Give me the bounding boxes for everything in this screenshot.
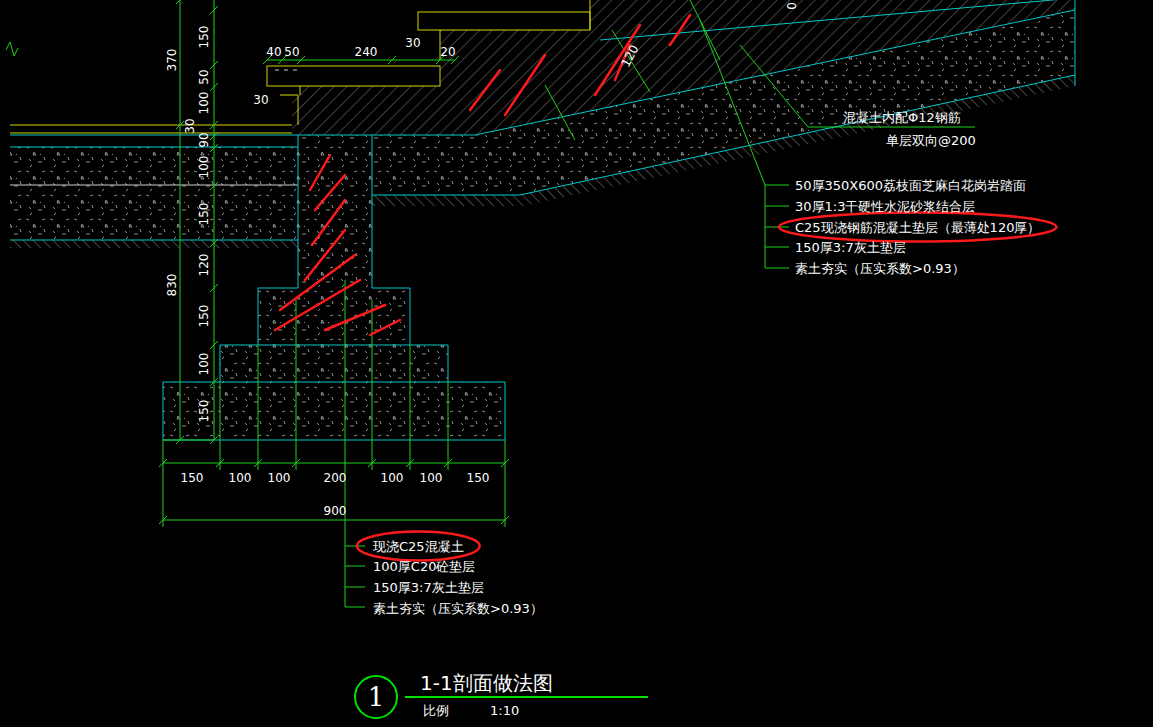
wall-footing-part [220,382,448,383]
dimension-text: 150 [198,305,210,328]
dimension-text: 100 [229,472,252,484]
dimension-lines [6,0,650,527]
dimension-text: 30 [405,37,420,49]
title-underline [405,697,648,698]
drawing-title: 1-1剖面做法图 [420,673,553,693]
dimension-lines-part [180,0,181,440]
dimension-lines-part [545,85,575,140]
dimension-lines-part [163,463,505,464]
note-text: 现浇C25混凝土 [373,540,464,553]
note-text: 单层双向@200 [886,134,976,147]
leader-lines-part [690,0,720,60]
red-markup [275,15,1056,561]
leader-lines-part [700,20,765,185]
dimension-text: 100 [420,472,443,484]
red-markup-part [357,532,480,561]
section-index-circle: 1 [354,675,398,719]
ground-layers-part [10,240,298,241]
dimension-text: 150 [198,400,210,423]
stone-paving-part [280,95,298,125]
dimension-text: 100 [198,92,210,115]
stone-paving-part [275,70,297,71]
dimension-text: 150 [467,472,490,484]
dimension-lines-part [505,440,506,527]
note-text: 30厚1:3干硬性水泥砂浆结合层 [795,200,975,213]
dimension-text: 90 [198,132,210,147]
wall-footing-part [258,345,410,346]
stone-paving-part [10,125,292,126]
dimension-text: 120 [198,254,210,277]
dimension-lines-part [159,516,509,524]
stone-paving-part [590,0,591,30]
dimension-text: 0 [786,2,798,10]
dimension-text: 200 [324,472,347,484]
dimension-lines-part [6,42,18,56]
dimension-text: 100 [268,472,291,484]
ground-layers-part [10,147,298,148]
stone-paving [10,0,590,133]
dimension-text: 900 [324,505,347,517]
note-text: 1:10 [490,704,519,717]
dimension-text: 120 [619,43,640,69]
dimension-text: 100 [198,156,210,179]
note-text: 150厚3:7灰土垫层 [795,241,906,254]
dimension-text: 50 [284,46,299,58]
dimension-lines-part [210,6,218,444]
leader-lines-part [345,546,365,607]
red-markup-part [275,155,400,335]
note-text: 混凝土内配Φ12钢筋 [843,111,961,124]
dimension-text: 30 [184,118,196,133]
dimension-text: 40 [266,46,281,58]
dimension-text: 370 [166,49,178,72]
leader-lines-part [808,127,975,128]
dimension-text: 830 [166,274,178,297]
red-markup-part [779,213,1056,242]
note-text: C25现浇钢筋混凝土垫层（最薄处120厚） [795,221,1040,234]
note-text: 150厚3:7灰土垫层 [373,581,484,594]
ground-layers-part [10,240,298,248]
title-underline-part [405,696,648,698]
leader-lines-part [345,280,346,607]
stone-paving-part [440,30,441,60]
leader-lines-part [740,45,808,127]
stone-paving-part [267,66,440,86]
dimension-text: 150 [181,472,204,484]
dimension-lines-part [163,440,214,441]
dimension-text: 30 [253,94,268,106]
dimension-lines-part [163,440,164,527]
stair-slab-part [1075,0,1076,86]
section-number: 1 [368,684,385,710]
ground-layers-part [372,195,520,196]
dimension-text: 150 [198,203,210,226]
dimension-text: 150 [198,26,210,49]
dimension-text: 100 [198,353,210,376]
stair-slab-part [600,0,1075,40]
leader-lines-part [765,185,789,268]
stair-slab-part [372,135,475,136]
stone-paving-part [300,86,301,95]
scale-caption: 比例 [423,704,449,717]
dimension-lines-part [267,60,455,61]
stone-paving-part [10,133,292,134]
ground-layers-part [10,135,298,136]
dimension-text: 240 [355,46,378,58]
stone-paving-part [418,12,590,30]
ground-layers-part [10,185,298,186]
dimension-lines-part [159,459,509,467]
dimension-lines-part [163,520,505,521]
leader-lines [345,0,975,607]
note-text: 素土夯实（压实系数>0.93） [795,262,965,275]
note-text: 100厚C20砼垫层 [373,560,475,573]
red-markup-part [470,15,690,115]
dimension-text: 100 [381,472,404,484]
dimension-text: 20 [440,46,455,58]
ground-layers-part [10,147,298,240]
note-text: 素土夯实（压实系数>0.93） [373,602,543,615]
dimension-text: 50 [198,69,210,84]
note-text: 50厚350X600荔枝面芝麻白花岗岩踏面 [795,179,1026,192]
